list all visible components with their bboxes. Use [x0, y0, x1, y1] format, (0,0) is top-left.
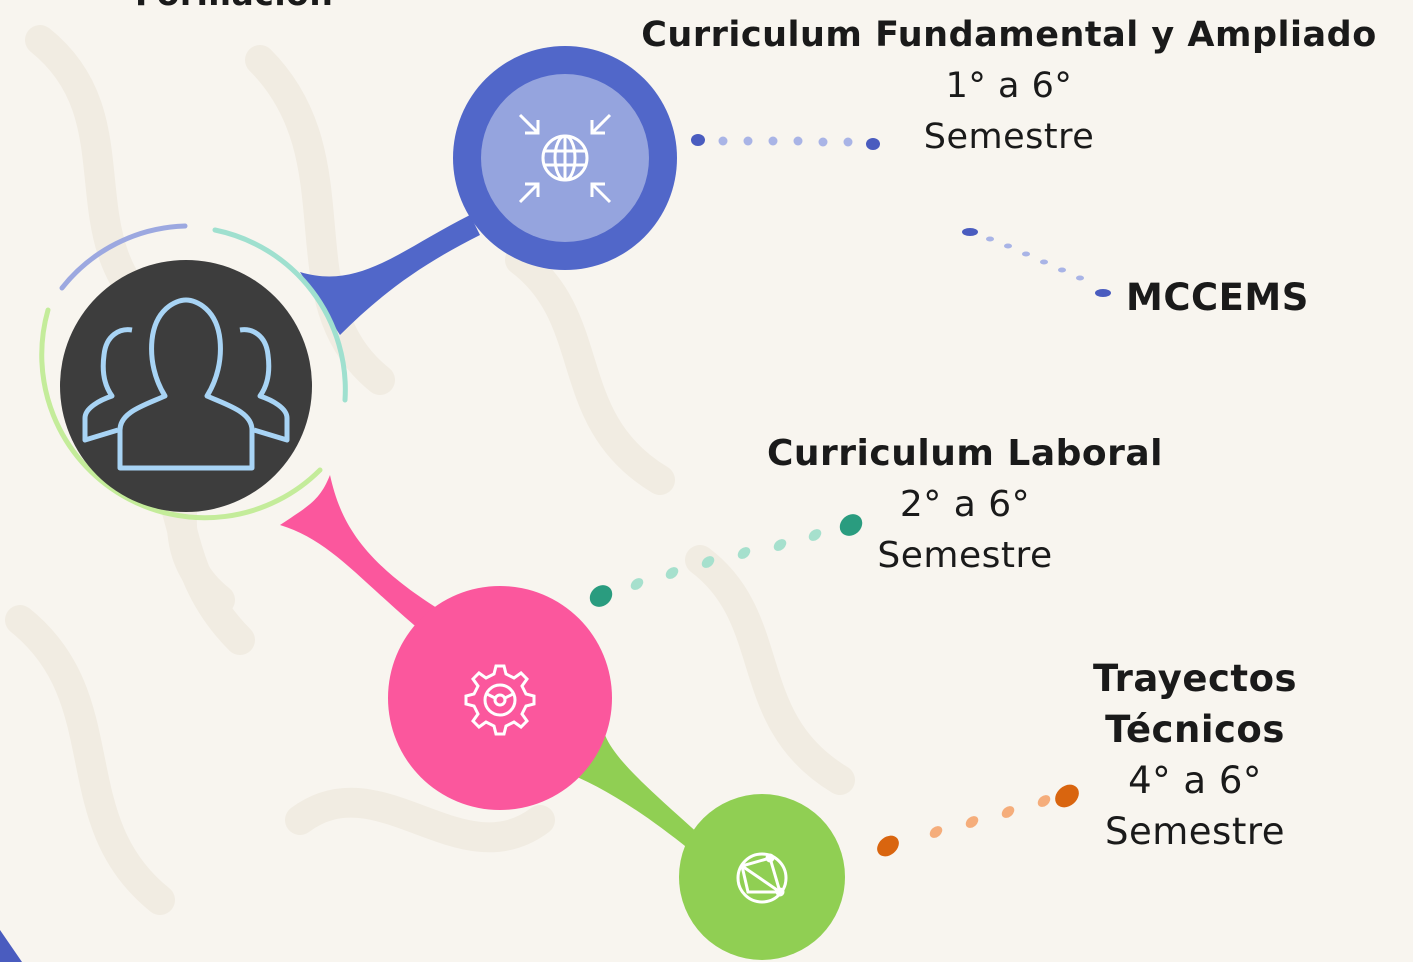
dot: [808, 529, 822, 541]
dots-tecnicos: [877, 784, 1079, 857]
dot: [839, 514, 863, 536]
tecnicos-node: [679, 794, 845, 960]
dot: [768, 136, 778, 146]
label-trayectos-title-1: Trayectos: [1092, 657, 1298, 700]
corner-accent: [0, 930, 22, 962]
ring-arc-lime: [39, 307, 323, 521]
label-curriculum-fundamental-title: Curriculum Fundamental y Ampliado: [641, 15, 1377, 55]
ring-arc-lavender: [59, 223, 188, 291]
dot: [965, 816, 979, 828]
page-title: Formación: [135, 0, 333, 13]
dot: [691, 134, 705, 146]
network-globe-icon: [736, 852, 788, 904]
label-trayectos-range: 4° a 6°: [1128, 759, 1262, 802]
dot: [1058, 267, 1066, 273]
label-mccems: MCCEMS: [1126, 276, 1309, 319]
dot: [1076, 275, 1084, 281]
label-curriculum-laboral-title: Curriculum Laboral: [767, 433, 1163, 474]
label-curriculum-fundamental-range: 1° a 6°: [945, 66, 1073, 106]
dots-fundamental: [691, 134, 880, 150]
dot: [843, 137, 853, 147]
connector-laboral: [280, 475, 440, 630]
globe-arrows-icon: [518, 113, 612, 204]
dot: [1095, 289, 1111, 297]
center-node: [60, 260, 312, 512]
label-curriculum-fundamental: Curriculum Fundamental y Ampliado 1° a 6…: [606, 10, 1412, 163]
label-curriculum-laboral-period: Semestre: [877, 535, 1053, 576]
dot: [986, 236, 994, 242]
dot: [818, 137, 828, 147]
gear-icon: [464, 664, 536, 736]
connector-fundamental: [300, 215, 480, 335]
dot: [1004, 243, 1012, 249]
users-group-icon: [82, 297, 290, 471]
dot: [773, 539, 787, 551]
dot: [718, 136, 728, 146]
dot: [793, 136, 803, 146]
dots-laboral: [589, 514, 863, 607]
dot: [737, 547, 751, 559]
dot: [929, 826, 943, 838]
dot: [701, 556, 715, 568]
label-curriculum-fundamental-period: Semestre: [923, 117, 1095, 157]
dot: [589, 585, 613, 607]
dot: [743, 136, 753, 146]
dot: [630, 578, 644, 590]
label-curriculum-laboral: Curriculum Laboral 2° a 6° Semestre: [740, 428, 1190, 581]
dot: [1001, 806, 1015, 818]
label-curriculum-laboral-range: 2° a 6°: [899, 484, 1031, 525]
dot: [962, 228, 978, 236]
dot: [665, 567, 679, 579]
connector-tecnicos: [560, 735, 700, 850]
label-trayectos-period: Semestre: [1104, 810, 1285, 853]
dot: [1037, 795, 1051, 807]
label-trayectos-tecnicos: Trayectos Técnicos 4° a 6° Semestre: [1060, 653, 1330, 857]
ring-arc-teal: [212, 227, 348, 403]
label-trayectos-title-2: Técnicos: [1105, 708, 1285, 751]
dot: [877, 835, 899, 857]
dot: [1040, 259, 1048, 265]
dots-mccems: [962, 228, 1111, 297]
dot: [1055, 784, 1079, 808]
dot: [1022, 251, 1030, 257]
laboral-node: [388, 586, 612, 810]
dot: [866, 138, 880, 150]
